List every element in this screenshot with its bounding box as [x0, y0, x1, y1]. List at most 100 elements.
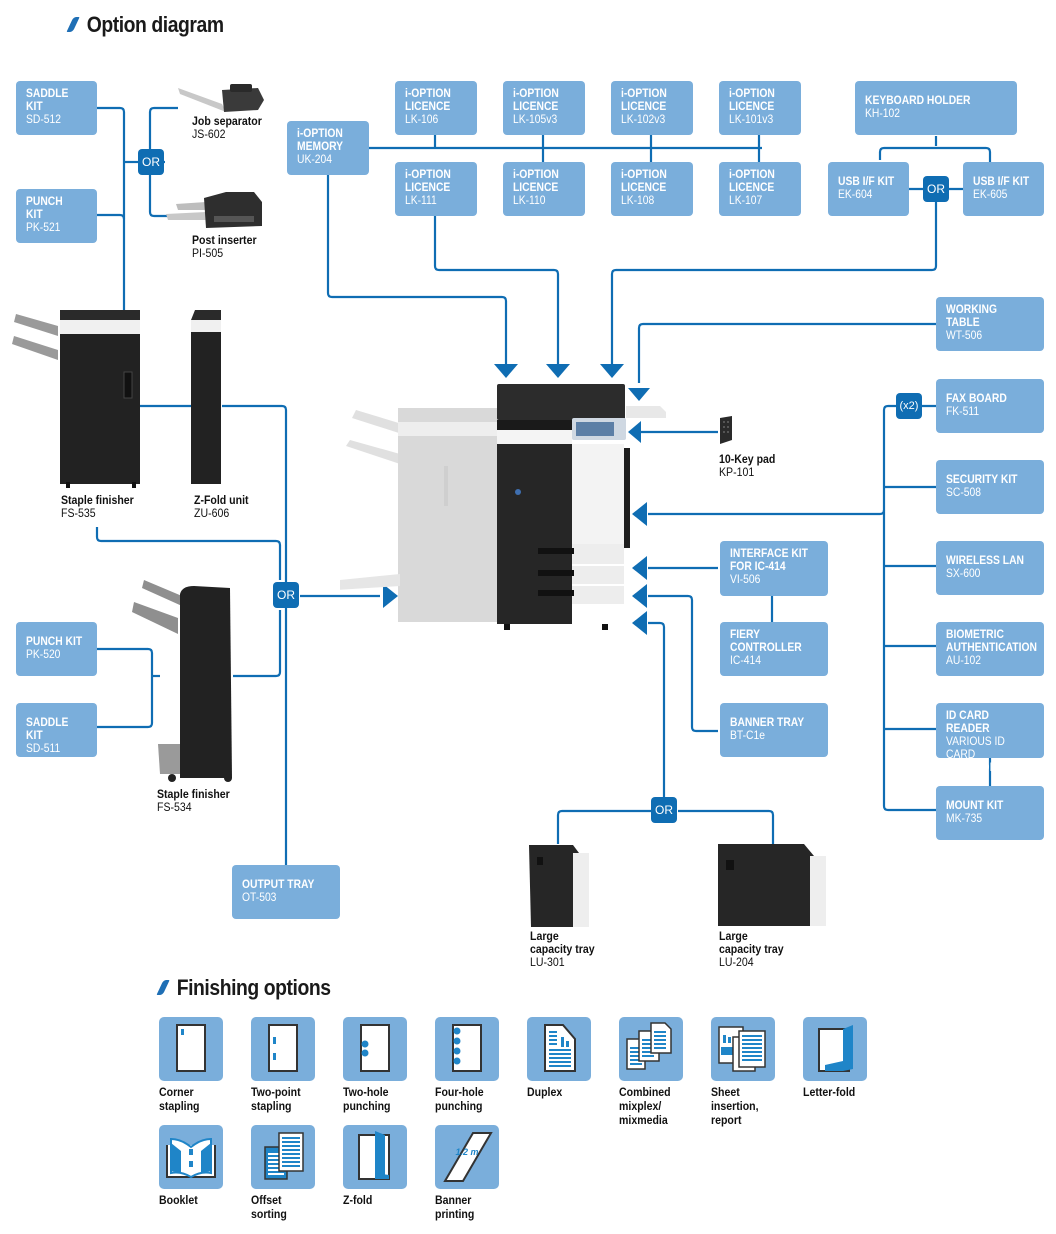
option-model: LK-111: [405, 193, 437, 207]
finishing-option: Offset sorting: [251, 1125, 317, 1221]
finishing-option-label: Letter-fold: [803, 1085, 856, 1099]
offset-sorting-icon: [251, 1125, 315, 1189]
keypad-image[interactable]: [718, 416, 734, 446]
option-model: MK-735: [946, 811, 983, 825]
booklet-icon: [159, 1125, 223, 1189]
option-name: ID CARD READER: [946, 708, 990, 735]
option-model: KH-102: [865, 106, 900, 120]
option-model: SD-512: [26, 112, 61, 126]
device-model: LU-204: [719, 955, 754, 969]
finishing-option-label: Four-hole punching: [435, 1085, 484, 1113]
combined-mixplex-icon: [619, 1017, 683, 1081]
option-name: WIRELESS LAN: [946, 553, 1024, 567]
connector-pk520-sd511: [97, 647, 154, 729]
option-name: BIOMETRIC AUTHENTICATION: [946, 627, 1037, 654]
option-name: i-OPTION LICENCE: [729, 167, 775, 194]
finishing-option: Corner stapling: [159, 1017, 225, 1113]
two-hole-punching-icon: [343, 1017, 407, 1081]
post-inserter-image[interactable]: [166, 190, 262, 232]
option-model: FK-511: [946, 404, 980, 418]
finishing-options-title-text: Finishing options: [176, 975, 331, 1000]
option-name: i-OPTION MEMORY: [297, 126, 344, 153]
option-model: LK-105v3: [513, 112, 558, 126]
option-name: SADDLE KIT: [26, 715, 69, 742]
finishing-option-label: Offset sorting: [251, 1193, 287, 1221]
device-name: Large capacity tray: [530, 929, 595, 956]
svg-text:1.2 m: 1.2 m: [455, 1147, 478, 1157]
offset-sorting-icon-glyph: [264, 1132, 304, 1180]
option-name: MOUNT KIT: [946, 798, 1004, 812]
zfold-unit-image[interactable]: [191, 308, 223, 486]
x2-badge: (x2): [896, 393, 922, 419]
device-model: FS-535: [61, 506, 96, 520]
two-hole-punching-icon-glyph: [360, 1024, 390, 1072]
option-name: SECURITY KIT: [946, 472, 1018, 486]
finishing-option-label: Booklet: [159, 1193, 198, 1207]
device-name: Staple finisher: [157, 787, 230, 801]
staple-finisher-fs534-image[interactable]: [120, 574, 236, 782]
option-name: OUTPUT TRAY: [242, 877, 315, 891]
option-model: AU-102: [946, 653, 981, 667]
arrow-down-icon: [600, 364, 624, 378]
option-name: KEYBOARD HOLDER: [865, 93, 971, 107]
lct-lu301-image[interactable]: [529, 843, 591, 929]
option-name: i-OPTION LICENCE: [621, 86, 667, 113]
four-hole-punching-icon-glyph: [452, 1024, 482, 1072]
device-name: Large capacity tray: [719, 929, 784, 956]
lct-lu204-image[interactable]: [718, 842, 828, 928]
device-model: ZU-606: [194, 506, 230, 520]
option-name: i-OPTION LICENCE: [513, 86, 559, 113]
option-model: IC-414: [730, 653, 761, 667]
corner-stapling-icon-glyph: [176, 1024, 206, 1072]
device-model: FS-534: [157, 800, 192, 814]
letter-fold-icon-glyph: [818, 1025, 853, 1072]
finishing-option: Sheet insertion, report: [711, 1017, 777, 1127]
finishing-option: Two-point stapling: [251, 1017, 317, 1113]
option-model: LK-107: [729, 193, 763, 207]
option-model: PK-521: [26, 220, 61, 234]
duplex-icon: [527, 1017, 591, 1081]
finishing-option: Duplex: [527, 1017, 593, 1099]
staple-finisher-fs535-image[interactable]: [12, 306, 142, 488]
option-model: WT-506: [946, 328, 983, 342]
finishing-option-label: Two-point stapling: [251, 1085, 301, 1113]
z-fold-icon-glyph: [358, 1131, 390, 1180]
sheet-insertion-icon: [711, 1017, 775, 1081]
finishing-option-label: Z-fold: [343, 1193, 373, 1207]
device-name: Staple finisher: [61, 493, 134, 507]
main-mfp-image[interactable]: [340, 380, 670, 630]
option-model: LK-108: [621, 193, 655, 207]
job-separator-image[interactable]: [178, 82, 264, 116]
